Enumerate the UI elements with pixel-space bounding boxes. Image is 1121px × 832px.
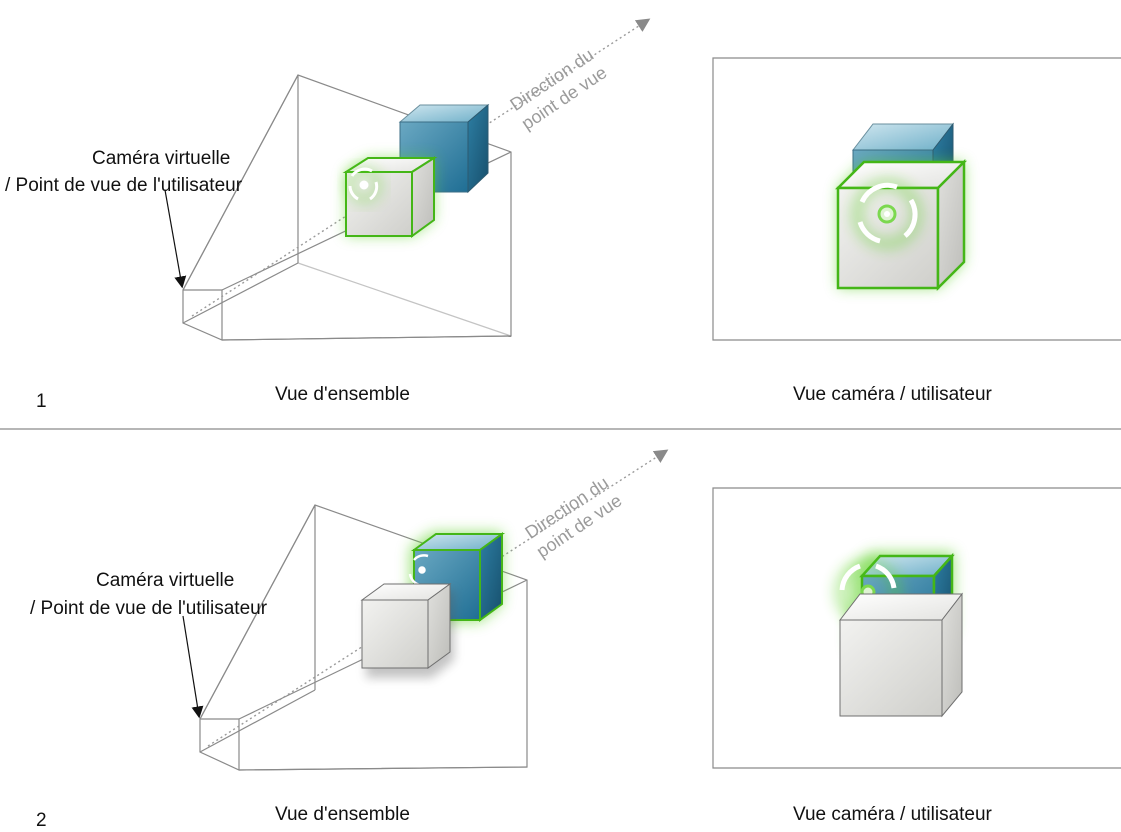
panel-2: [182, 449, 1121, 771]
camera-label-line1: Caméra virtuelle: [96, 570, 235, 591]
camera-view-frame: [712, 487, 1121, 769]
camera-pointer-arrow: [182, 615, 204, 719]
white-cube: [360, 583, 454, 678]
target-reticle-icon: [346, 167, 382, 203]
camera-label-line1: Caméra virtuelle: [92, 148, 231, 169]
panel-number: 1: [36, 391, 47, 412]
camera-view-caption: Vue caméra / utilisateur: [793, 804, 992, 825]
camera-view-frame: [712, 57, 1121, 341]
camera-label-line2: / Point de vue de l'utilisateur: [30, 598, 268, 619]
overview-caption: Vue d'ensemble: [275, 384, 410, 405]
camera-view-caption: Vue caméra / utilisateur: [793, 384, 992, 405]
white-cube-highlighted: [342, 156, 438, 238]
panel-1: [164, 18, 1121, 341]
camera-pointer-arrow: [164, 189, 187, 289]
panel-number: 2: [36, 810, 47, 831]
overview-caption: Vue d'ensemble: [275, 804, 410, 825]
camera-label-line2: / Point de vue de l'utilisateur: [5, 175, 243, 196]
view-direction-line: [207, 449, 669, 747]
target-reticle-icon: [852, 179, 922, 249]
